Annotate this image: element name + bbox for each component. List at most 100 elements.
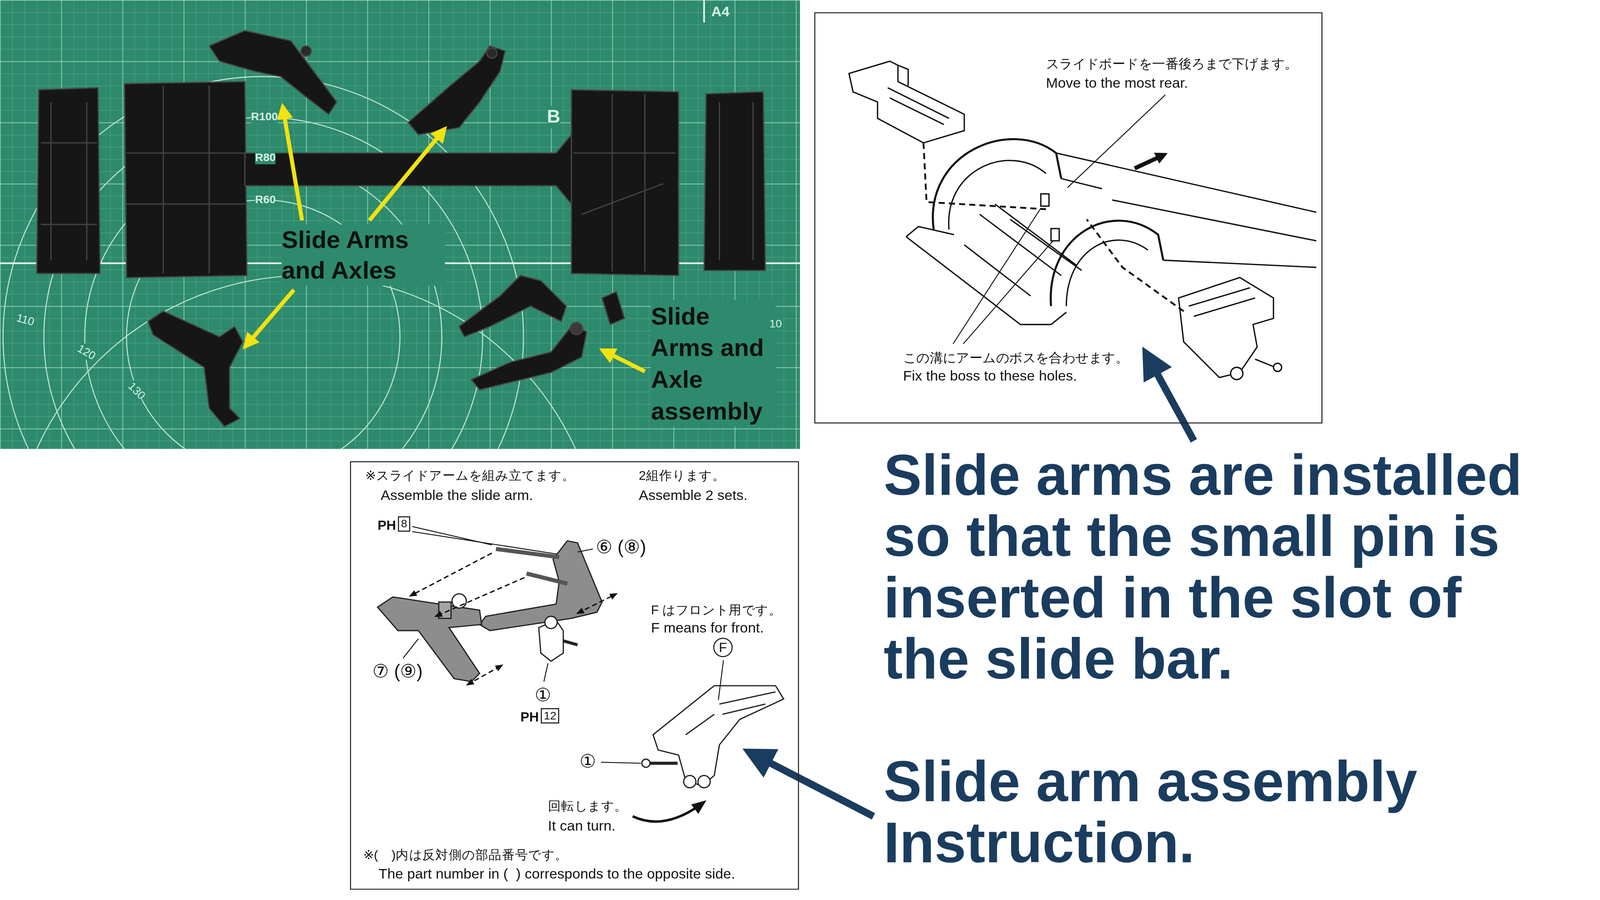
part-detail [887, 65, 949, 125]
axle [148, 311, 243, 427]
dashed-guide [1086, 219, 1184, 312]
part-detail [1188, 287, 1276, 368]
slide-arm [408, 46, 506, 135]
part-detail [126, 85, 245, 274]
wheel-arch [948, 160, 1047, 230]
callout-number: ⑦ (⑨) [372, 661, 424, 684]
panel-ground [814, 12, 1323, 424]
part-symbol: PH [377, 517, 396, 534]
instruction-note: Assemble the slide arm. [380, 486, 533, 504]
wheel-arch [1066, 240, 1149, 306]
pointer-arrow [244, 289, 294, 347]
slide-bar [1178, 277, 1274, 378]
instruction-panel: スライドボードを一番後ろまで下げます。 Move to the most rear… [814, 12, 1323, 424]
axle-rod [563, 640, 578, 645]
arm-pin [301, 46, 312, 57]
leader-lines [403, 526, 724, 764]
slot [1040, 194, 1050, 207]
wheel-arch [932, 139, 1062, 230]
slide-arm-6 [479, 540, 603, 631]
mat-marking: B [546, 105, 560, 129]
leader-line [544, 663, 549, 682]
photo-label: Slide Arms and Axles [281, 224, 445, 286]
mat-marking: R100 [251, 110, 279, 124]
axle-ball [544, 616, 558, 629]
slide-arm [459, 275, 567, 337]
axle-end [1273, 363, 1282, 372]
caption-text: Slide arm assembly Instruction. [883, 751, 1547, 874]
axle-rod [648, 761, 678, 766]
arm-ball [451, 594, 467, 609]
mat-marking: R80 [255, 151, 276, 165]
pointer-arrow [601, 350, 645, 372]
slide-rail [964, 203, 1082, 296]
mat-ruler [703, 0, 705, 23]
callout-arrow [1146, 355, 1194, 441]
instruction-note: 2組作ります。 [638, 468, 726, 484]
mat-marking: A4 [711, 3, 730, 21]
dashed-arrows [410, 553, 617, 685]
axle-wheel [698, 775, 711, 788]
axle-wheel [1230, 367, 1243, 380]
instruction-note: スライドボードを一番後ろまで下げます。 [1046, 55, 1299, 72]
instruction-note: Assemble 2 sets. [638, 486, 748, 504]
slide-board [124, 81, 248, 278]
floor-plate [905, 226, 1067, 325]
mat-marking: 10 [769, 317, 783, 331]
photo-label: Slide Arms and Axle assembly [651, 300, 776, 427]
callout-number: ① [534, 684, 552, 707]
slide-arm [471, 326, 587, 390]
part-detail [573, 94, 676, 272]
panel-ground [350, 461, 799, 890]
axle [601, 291, 625, 325]
cutting-mat [0, 0, 800, 449]
assembly-arrow [410, 553, 493, 597]
axle-wheel [683, 775, 697, 788]
direction-arrow [1134, 155, 1164, 169]
instruction-note: Fix the boss to these holes. [903, 367, 1077, 385]
arm-drawing [377, 540, 784, 788]
pointer-arrow [369, 128, 445, 221]
leader-lines [953, 94, 1166, 344]
photo-panel: Slide Arms and AxlesSlide Arms and Axle … [0, 0, 800, 449]
leader-line [718, 660, 724, 700]
assembly-arrow [467, 665, 502, 685]
leader-line [412, 531, 558, 555]
part-detail [719, 101, 754, 261]
instruction-note: It can turn. [548, 817, 616, 835]
mat-grid [0, 0, 800, 449]
slide-bar-front [36, 87, 100, 274]
mat-marking: R60 [255, 192, 276, 207]
callout-letter: F [713, 637, 733, 658]
part-detail [685, 691, 776, 735]
part-detail [40, 101, 97, 261]
mat-grid [0, 0, 800, 449]
pin [526, 573, 568, 584]
callout-arrow [751, 753, 874, 817]
slide-board [571, 89, 679, 276]
instruction-note: F means for front. [651, 619, 764, 637]
leader-line [1067, 94, 1166, 188]
dashed-guide [923, 142, 1047, 210]
turn-arrow [632, 801, 704, 822]
arm-assembly [653, 685, 784, 786]
instruction-note: The part number in ( ) corresponds to th… [378, 865, 735, 883]
arm-pin [570, 322, 583, 335]
part-number: 12 [540, 708, 560, 724]
assembly-arrow [435, 577, 525, 617]
caption-text: Slide arms are installed so that the sma… [883, 444, 1547, 690]
chassis-drawing [848, 61, 1317, 380]
slot [1051, 228, 1060, 241]
instruction-note: 回転します。 [548, 798, 628, 815]
part-symbol: PH [520, 709, 539, 725]
leader-line [963, 240, 1053, 345]
mat-arc [10, 275, 602, 449]
assembly-arrow [577, 594, 617, 614]
body-line [1055, 153, 1317, 268]
instruction-note: Move to the most rear. [1046, 74, 1189, 92]
leader-line [953, 208, 1041, 345]
part-number: 8 [398, 516, 411, 532]
instruction-note: ※スライドアームを組み立てます。 [365, 468, 575, 484]
slide-bar [848, 61, 965, 143]
